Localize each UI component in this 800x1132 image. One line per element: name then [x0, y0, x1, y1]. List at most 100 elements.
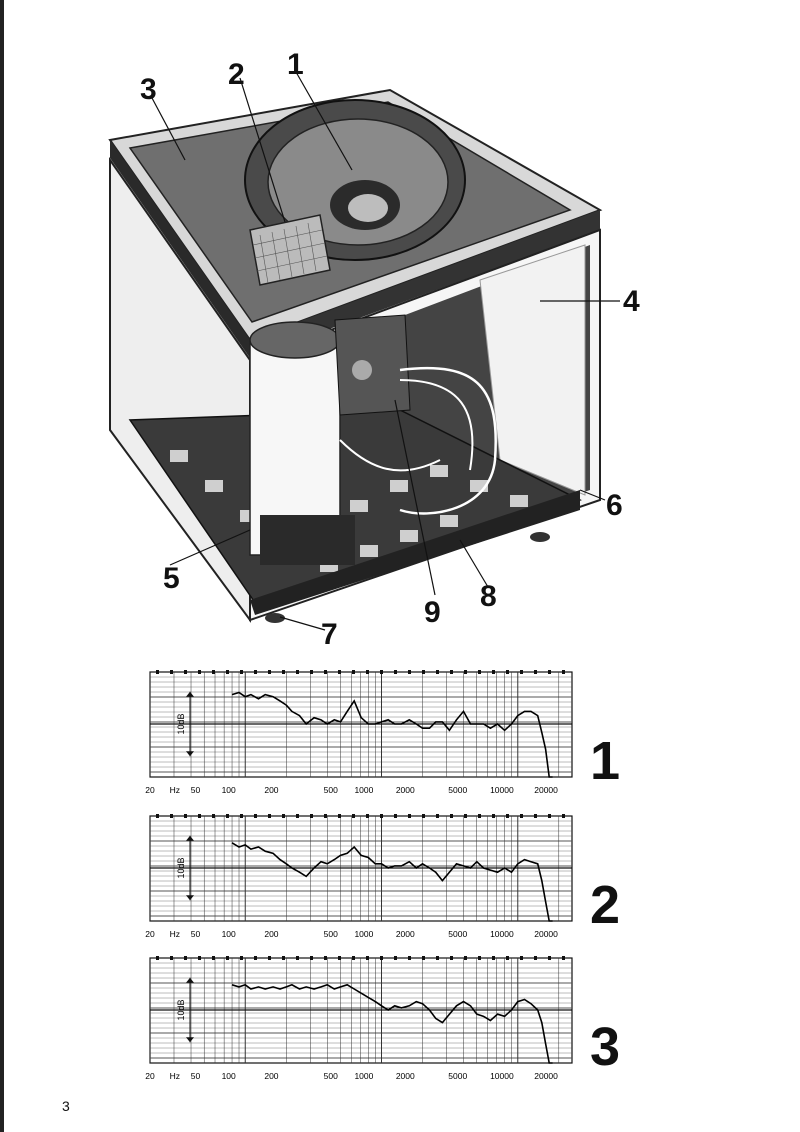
top-tick [380, 670, 383, 674]
x-tick-label: 10000 [490, 785, 514, 795]
top-tick [520, 956, 523, 960]
x-tick-label: 20000 [534, 929, 558, 939]
x-tick-label: Hz [170, 785, 180, 795]
top-tick [506, 670, 509, 674]
top-tick [296, 670, 299, 674]
top-tick [478, 956, 481, 960]
x-tick-label: 1000 [354, 1071, 373, 1081]
x-tick-label: Hz [170, 1071, 180, 1081]
top-tick [534, 670, 537, 674]
top-tick [282, 814, 285, 818]
top-tick [394, 956, 397, 960]
top-tick [520, 670, 523, 674]
speaker-cutaway-illustration [108, 71, 620, 631]
top-tick [324, 814, 327, 818]
x-tick-label: 50 [191, 929, 201, 939]
top-tick [408, 956, 411, 960]
top-tick [422, 814, 425, 818]
x-tick-label: 50 [191, 785, 201, 795]
top-tick [492, 670, 495, 674]
top-tick [240, 814, 243, 818]
top-tick [450, 814, 453, 818]
top-tick [436, 814, 439, 818]
top-tick [464, 956, 467, 960]
top-tick [254, 814, 257, 818]
top-tick [170, 814, 173, 818]
x-tick-label: 5000 [448, 785, 467, 795]
top-tick [506, 956, 509, 960]
top-tick [310, 956, 313, 960]
top-tick [352, 956, 355, 960]
chart-label-2: 2 [590, 875, 621, 935]
response-curve [231, 842, 553, 922]
x-tick-label: 200 [264, 1071, 278, 1081]
top-tick [408, 670, 411, 674]
top-tick [324, 670, 327, 674]
top-tick [408, 814, 411, 818]
callout-2: 2 [228, 58, 245, 91]
top-tick [212, 814, 215, 818]
x-tick-label: 200 [264, 929, 278, 939]
top-tick [268, 670, 271, 674]
scale-label: 10dB [176, 713, 186, 734]
top-tick [562, 814, 565, 818]
x-tick-label: 5000 [448, 929, 467, 939]
scale-arrow-head-up [186, 835, 194, 841]
scale-arrow-head-up [186, 977, 194, 983]
x-tick-label: 100 [222, 785, 236, 795]
top-tick [156, 956, 159, 960]
top-tick [366, 814, 369, 818]
top-tick [492, 814, 495, 818]
top-tick [282, 956, 285, 960]
top-tick [548, 956, 551, 960]
x-tick-label: 10000 [490, 1071, 514, 1081]
chart-label-1: 1 [590, 731, 621, 791]
callout-1: 1 [287, 48, 304, 81]
top-tick [394, 814, 397, 818]
top-tick [506, 814, 509, 818]
top-tick [226, 956, 229, 960]
scale-label: 10dB [176, 857, 186, 878]
top-tick [240, 956, 243, 960]
x-tick-label: 2000 [396, 785, 415, 795]
top-tick [226, 814, 229, 818]
chart-label-3: 3 [590, 1017, 621, 1077]
x-tick-label: 20 [145, 1071, 155, 1081]
top-tick [422, 670, 425, 674]
x-tick-label: 1000 [354, 929, 373, 939]
x-tick-label: 100 [222, 929, 236, 939]
top-tick [184, 956, 187, 960]
callout-5: 5 [163, 562, 180, 595]
top-tick [464, 670, 467, 674]
x-tick-label: Hz [170, 929, 180, 939]
top-tick [422, 956, 425, 960]
callout-9: 9 [424, 596, 441, 629]
top-tick [310, 814, 313, 818]
top-tick [534, 814, 537, 818]
top-tick [562, 670, 565, 674]
top-tick [394, 670, 397, 674]
top-tick [156, 814, 159, 818]
top-tick [170, 956, 173, 960]
top-tick [198, 670, 201, 674]
top-tick [282, 670, 285, 674]
top-tick [338, 814, 341, 818]
x-tick-label: 20 [145, 785, 155, 795]
top-tick [352, 814, 355, 818]
x-tick-label: 20 [145, 929, 155, 939]
top-tick [296, 814, 299, 818]
x-tick-label: 200 [264, 785, 278, 795]
x-tick-label: 10000 [490, 929, 514, 939]
top-tick [296, 956, 299, 960]
x-tick-label: 100 [222, 1071, 236, 1081]
scale-arrow-head-up [186, 691, 194, 697]
response-curve [231, 691, 553, 778]
top-tick [338, 956, 341, 960]
top-tick [450, 956, 453, 960]
top-tick [184, 814, 187, 818]
top-tick [380, 956, 383, 960]
top-tick [464, 814, 467, 818]
